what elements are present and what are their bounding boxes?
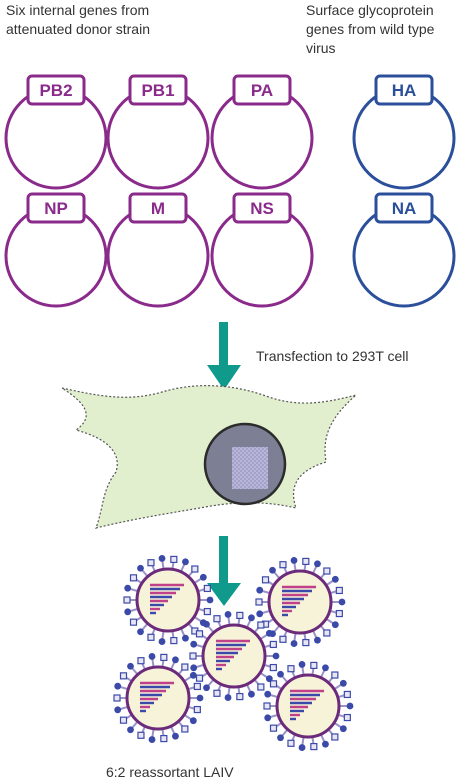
plasmid-m-label: M [151,199,165,218]
plasmid-np: NP [4,192,108,308]
plasmid-pa-label: PA [251,81,273,100]
virion-1 [123,555,214,645]
plasmid-np-label: NP [44,199,68,218]
wild-caption-line3: virus [306,40,336,56]
plasmid-m: M [106,192,210,308]
virion-4 [113,653,204,743]
plasmid-pb2: PB2 [4,74,108,190]
plasmid-ha: HA [352,74,456,190]
host-cell [61,385,357,529]
transfection-caption: Transfection to 293T cell [256,348,409,364]
virion-2 [255,557,346,647]
plasmid-pb1: PB1 [106,74,210,190]
donor-caption-line2: attenuated donor strain [6,21,150,37]
nucleus-plasmid-patch [232,447,268,489]
virion-5 [263,661,354,751]
plasmid-ns-label: NS [250,199,274,218]
arrow-down-2 [207,536,241,606]
result-caption: 6:2 reassortant LAIV [106,764,234,780]
virion-group [113,555,354,751]
wild-caption-line1: Surface glycoprotein [306,2,434,18]
donor-caption-line1: Six internal genes from [6,2,150,18]
wild-caption-line2: genes from wild type [306,21,435,37]
arrow-down-1 [207,322,241,390]
plasmid-pa: PA [210,74,314,190]
plasmid-na: NA [352,192,456,308]
plasmid-pb1-label: PB1 [141,81,174,100]
plasmid-ha-label: HA [392,81,417,100]
plasmid-na-label: NA [392,199,417,218]
virion-3 [189,611,280,701]
plasmid-group: PB2 PB1 PA NP M NS HA NA [4,74,456,308]
plasmid-pb2-label: PB2 [39,81,72,100]
plasmid-ns: NS [210,192,314,308]
